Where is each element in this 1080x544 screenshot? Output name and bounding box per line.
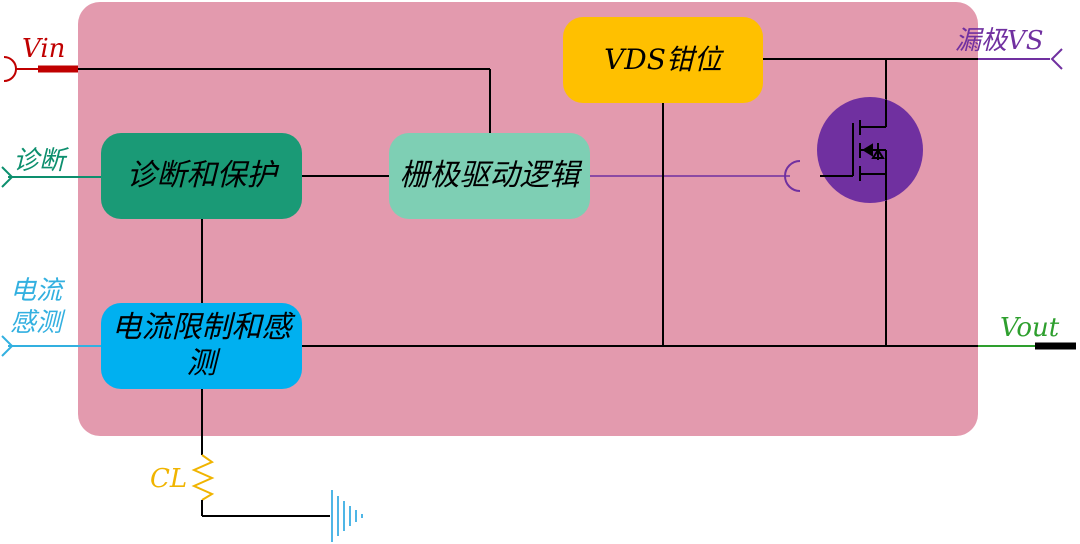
mosfet-symbol-icon [820,100,887,200]
diagnosis-pin-label: 诊断 [13,146,66,176]
vds-clamp-block: VDS钳位 [563,17,763,103]
sense-arrow-icon [1,335,14,357]
cl-label: CL [150,464,188,494]
drain-vs-label: 漏极VS [955,26,1044,56]
vin-connector-icon [3,56,18,82]
gate-connector-icon [784,160,801,192]
current-sense-pin-label: 电流感测 [10,276,63,338]
cl-resistor-icon [191,454,215,501]
diagnosis-protection-block: 诊断和保护 [101,133,302,219]
gate-drive-logic-block: 栅极驱动逻辑 [389,133,590,219]
ground-icon [331,490,363,542]
diagnosis-arrow-icon [1,166,14,188]
vin-label: Vin [22,34,66,64]
vout-label: Vout [1000,313,1060,343]
current-limit-sense-block: 电流限制和感测 [101,303,302,389]
drain-arrow-icon [1050,48,1063,70]
